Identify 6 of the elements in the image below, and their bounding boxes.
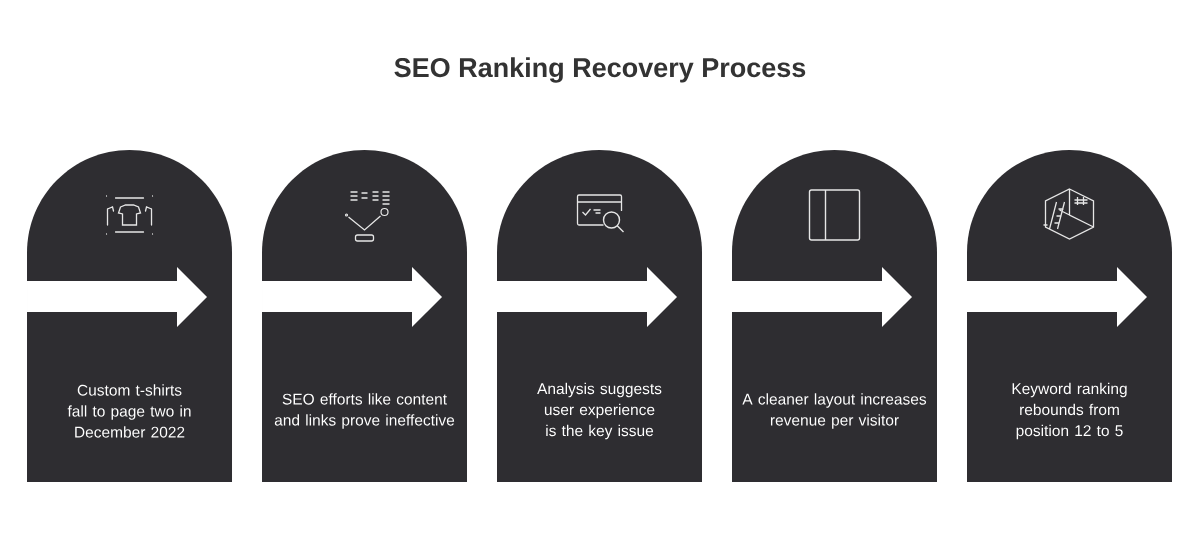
step-card: Keyword ranking rebounds from position 12 to 5 xyxy=(967,150,1172,482)
step-card: A cleaner layout increases revenue per visitor xyxy=(732,150,937,482)
title: SEO Ranking Recovery Process xyxy=(394,57,806,83)
step-card: Custom t-shirts fall to page two in December 2022 xyxy=(27,150,232,482)
step-card: SEO efforts like content and links prove ineffective xyxy=(262,150,467,482)
step-card: Analysis suggests user experience is the key issue xyxy=(497,150,702,482)
